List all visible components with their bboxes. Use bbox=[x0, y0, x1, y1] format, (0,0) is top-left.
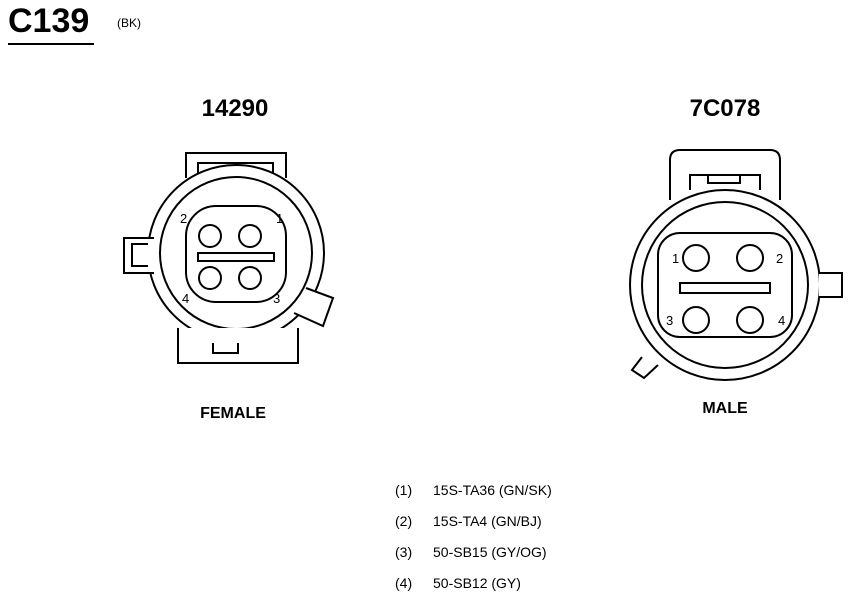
female-pin-label: 3 bbox=[273, 291, 280, 306]
female-pin-4 bbox=[198, 266, 222, 290]
pin-circuit: 50-SB12 (GY) bbox=[433, 575, 521, 591]
connector-title: C139 bbox=[8, 2, 90, 40]
female-label: FEMALE bbox=[200, 405, 266, 422]
female-pin-label: 1 bbox=[276, 211, 283, 226]
male-pin-4 bbox=[736, 306, 764, 334]
female-connector-drawing: 2 1 4 3 bbox=[123, 152, 335, 364]
pin-number: (4) bbox=[395, 575, 413, 591]
female-part-number: 14290 bbox=[201, 95, 269, 122]
female-pin-3 bbox=[238, 266, 262, 290]
pinout-row: (4) 50-SB12 (GY) bbox=[395, 575, 521, 591]
male-connector-drawing: 1 2 3 4 bbox=[629, 149, 843, 381]
male-pin-label: 3 bbox=[666, 313, 673, 328]
male-pin-label: 1 bbox=[672, 251, 679, 266]
title-underline bbox=[8, 43, 94, 45]
pin-number: (3) bbox=[395, 544, 413, 560]
female-pin-1 bbox=[238, 224, 262, 248]
pin-circuit: 15S-TA36 (GN/SK) bbox=[433, 482, 552, 498]
pin-circuit: 50-SB15 (GY/OG) bbox=[433, 544, 547, 560]
pin-number: (1) bbox=[395, 482, 413, 498]
connector-color: (BK) bbox=[117, 16, 141, 30]
pinout-row: (2) 15S-TA4 (GN/BJ) bbox=[395, 513, 542, 529]
male-pin-3 bbox=[682, 306, 710, 334]
male-pin-label: 4 bbox=[778, 313, 785, 328]
female-pin-label: 4 bbox=[182, 291, 189, 306]
female-pin-label: 2 bbox=[180, 211, 187, 226]
female-pin-2 bbox=[198, 224, 222, 248]
male-part-number: 7C078 bbox=[689, 95, 761, 122]
male-pin-1 bbox=[682, 244, 710, 272]
pinout-row: (1) 15S-TA36 (GN/SK) bbox=[395, 482, 552, 498]
pin-number: (2) bbox=[395, 513, 413, 529]
pin-circuit: 15S-TA4 (GN/BJ) bbox=[433, 513, 542, 529]
pinout-row: (3) 50-SB15 (GY/OG) bbox=[395, 544, 547, 560]
male-label: MALE bbox=[702, 400, 748, 417]
male-pin-label: 2 bbox=[776, 251, 783, 266]
male-pin-2 bbox=[736, 244, 764, 272]
